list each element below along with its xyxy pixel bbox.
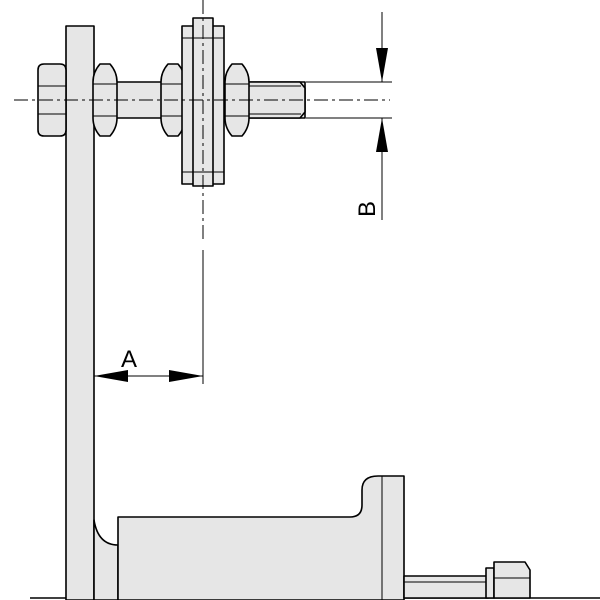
dimension-b: B	[306, 12, 392, 220]
dimension-a: A	[94, 250, 204, 384]
lower-bolt	[403, 561, 531, 599]
base-block	[93, 475, 405, 600]
dim-a-arrow-left	[94, 370, 128, 382]
vertical-plate	[65, 25, 95, 600]
hex-nut-left-inner	[92, 63, 118, 137]
dimension-b-label: B	[354, 201, 381, 217]
dim-b-arrow-bottom	[376, 118, 388, 152]
hex-nut-roller-right	[224, 63, 250, 137]
dim-b-arrow-top	[376, 48, 388, 82]
dim-a-arrow-right	[169, 370, 203, 382]
dimension-a-label: A	[121, 346, 137, 373]
